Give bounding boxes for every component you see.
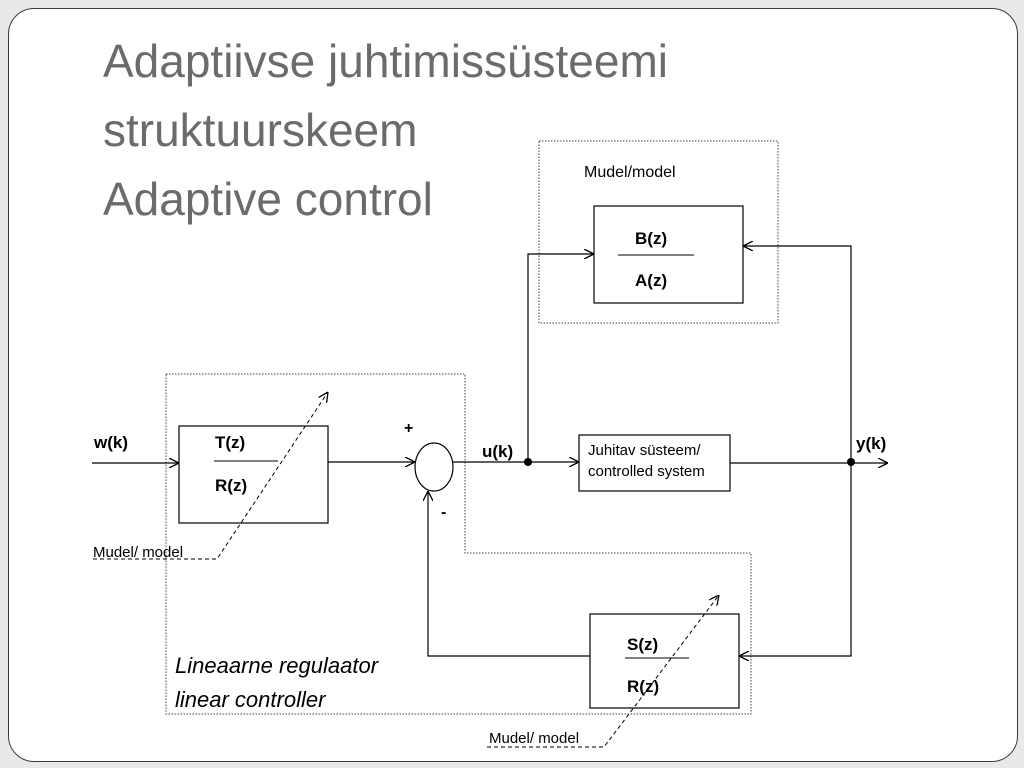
controller-label-line2: linear controller xyxy=(175,687,327,712)
slide-title: Adaptiivse juhtimissüsteemi struktuurske… xyxy=(103,27,923,234)
plant-label-line2: controlled system xyxy=(588,463,705,480)
title-line-2: struktuurskeem xyxy=(103,104,418,156)
feedforward-denominator: R(z) xyxy=(215,476,247,495)
model-region-frame xyxy=(538,140,779,324)
controller-region-frame xyxy=(165,373,752,715)
feedback-block xyxy=(589,613,740,709)
input-label: w(k) xyxy=(93,433,128,452)
control-signal-label: u(k) xyxy=(482,442,513,461)
slide: Adaptiivse juhtimissüsteemi struktuurske… xyxy=(8,8,1018,762)
control-to-model-arrow xyxy=(527,254,594,462)
plant-label-line1: Juhitav süsteem/ xyxy=(588,442,701,459)
feedforward-block xyxy=(178,425,329,524)
output-to-feedback-arrow xyxy=(739,462,852,656)
feedback-to-sum-arrow xyxy=(428,491,590,657)
title-line-3: Adaptive control xyxy=(103,173,433,225)
feedback-numerator: S(z) xyxy=(627,635,658,654)
plus-sign: + xyxy=(404,420,413,437)
output-to-model-arrow xyxy=(743,246,852,462)
model-numerator: B(z) xyxy=(635,229,667,248)
model-group-label: Mudel/model xyxy=(584,164,676,181)
summing-junction xyxy=(414,442,454,492)
feedforward-numerator: T(z) xyxy=(215,433,245,452)
controller-label-line1: Lineaarne regulaator xyxy=(175,653,380,678)
feedforward-model-label: Mudel/ model xyxy=(93,544,183,561)
minus-sign: - xyxy=(441,504,446,521)
model-denominator: A(z) xyxy=(635,271,667,290)
title-line-1: Adaptiivse juhtimissüsteemi xyxy=(103,35,669,87)
feedback-denominator: R(z) xyxy=(627,677,659,696)
feedback-model-underline xyxy=(487,595,719,748)
feedback-model-label: Mudel/ model xyxy=(489,730,579,747)
output-label: y(k) xyxy=(856,434,886,453)
